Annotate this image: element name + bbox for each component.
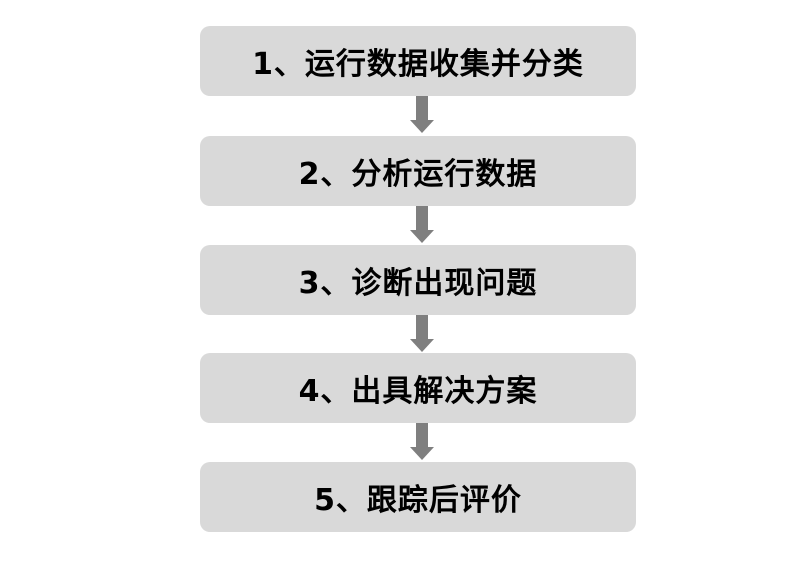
step-box-3: 3、诊断出现问题 bbox=[200, 245, 636, 315]
step-label-1: 1、运行数据收集并分类 bbox=[252, 47, 584, 82]
down-arrow-icon bbox=[410, 206, 434, 246]
arrow-shaft bbox=[416, 423, 428, 449]
arrow-shaft bbox=[416, 96, 428, 122]
step-box-2: 2、分析运行数据 bbox=[200, 136, 636, 206]
arrow-shaft bbox=[416, 206, 428, 232]
step-box-1: 1、运行数据收集并分类 bbox=[200, 26, 636, 96]
arrow-head bbox=[410, 447, 434, 460]
arrow-head bbox=[410, 120, 434, 133]
step-label-5: 5、跟踪后评价 bbox=[314, 483, 522, 518]
step-label-3: 3、诊断出现问题 bbox=[298, 266, 538, 301]
step-label-4: 4、出具解决方案 bbox=[298, 374, 538, 409]
down-arrow-icon bbox=[410, 315, 434, 355]
step-label-2: 2、分析运行数据 bbox=[298, 157, 538, 192]
down-arrow-icon bbox=[410, 96, 434, 136]
arrow-head bbox=[410, 339, 434, 352]
arrow-head bbox=[410, 230, 434, 243]
down-arrow-icon bbox=[410, 423, 434, 463]
step-box-5: 5、跟踪后评价 bbox=[200, 462, 636, 532]
arrow-shaft bbox=[416, 315, 428, 341]
step-box-4: 4、出具解决方案 bbox=[200, 353, 636, 423]
